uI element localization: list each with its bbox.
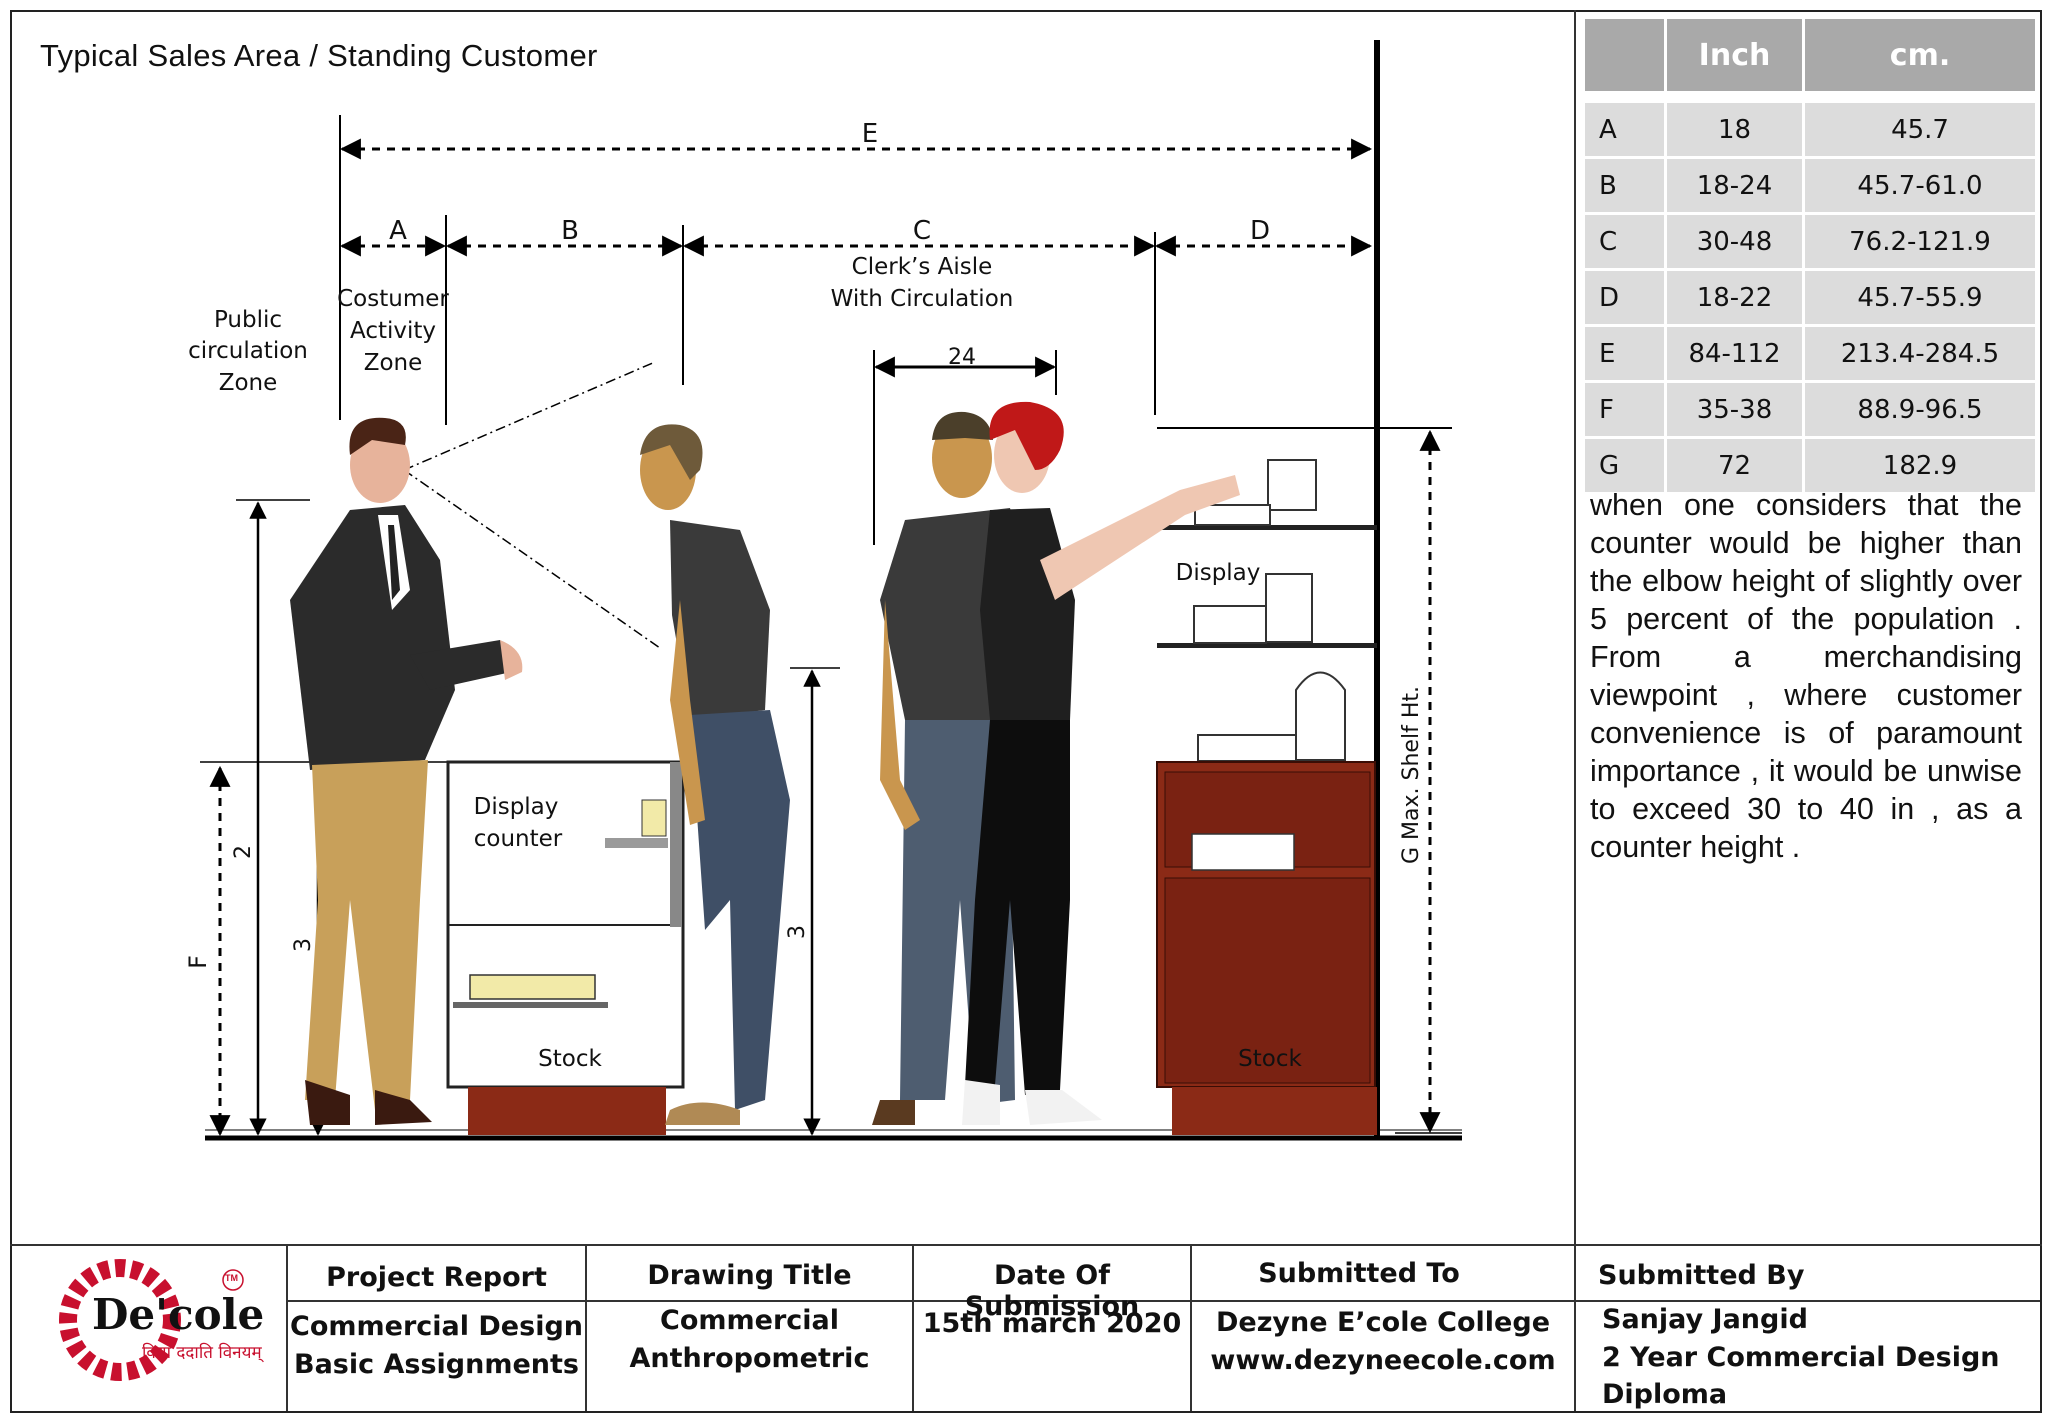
clerk-aisle-label: Clerk’s Aisle	[852, 254, 993, 280]
logo-mark-icon	[59, 1259, 244, 1381]
submitted-to-heading: Submitted To	[1258, 1258, 1460, 1289]
submitted-by-line-3: Diploma	[1602, 1379, 1728, 1410]
anthropometric-drawing: E A B C D Public circulation Zone Costum…	[184, 40, 1462, 1141]
table-cell: D	[1585, 271, 1664, 324]
table-cell: 18	[1667, 103, 1803, 156]
submitted-to-line-1: Dezyne E’cole College	[1215, 1307, 1551, 1338]
table-header-cell: Inch	[1667, 19, 1803, 91]
submitted-by-heading: Submitted By	[1598, 1260, 1805, 1291]
dim-c-label: C	[913, 216, 931, 246]
public-zone-label: Zone	[219, 370, 278, 396]
table-cell: G	[1585, 439, 1664, 492]
footer-divider	[286, 1246, 288, 1411]
dim-d-label: D	[1250, 216, 1270, 246]
drawing-line-1: Commercial	[660, 1305, 839, 1336]
dim-b-label: B	[561, 216, 579, 246]
table-row: C 30-48 76.2-121.9	[1585, 215, 2035, 268]
browsing-person-figure	[640, 424, 790, 1125]
drawing-sheet	[10, 10, 2042, 1413]
dim-3-left-label: 3	[291, 938, 316, 952]
public-zone-label: circulation	[188, 338, 308, 364]
table-cell: 76.2-121.9	[1805, 215, 2035, 268]
stock-right-label: Stock	[1238, 1046, 1302, 1072]
logo-tagline: विद्या ददाति विनयम्	[142, 1343, 262, 1363]
table-cell: E	[1585, 327, 1664, 380]
page-title: Typical Sales Area / Standing Customer	[40, 38, 598, 73]
costumer-zone-label: Zone	[364, 350, 423, 376]
explanatory-note: when one considers that the counter woul…	[1590, 488, 2022, 864]
table-cell: 35-38	[1667, 383, 1803, 436]
drawing-line-2: Anthropometric	[629, 1343, 870, 1374]
public-zone-label: Public	[214, 307, 282, 333]
table-cell: B	[1585, 159, 1664, 212]
project-report-heading: Project Report	[326, 1262, 547, 1293]
table-cell: 30-48	[1667, 215, 1803, 268]
footer-divider	[912, 1246, 914, 1411]
table-cell: 45.7-61.0	[1805, 159, 2035, 212]
table-cell: 88.9-96.5	[1805, 383, 2035, 436]
footer-divider	[1574, 1246, 1576, 1411]
submitted-by-line-1: Sanjay Jangid	[1602, 1304, 1808, 1335]
logo-wordmark: De'cole	[92, 1290, 265, 1339]
logo-tm: TM	[225, 1273, 238, 1283]
display-shelving: Display Stock	[1156, 459, 1377, 1135]
counter-base	[468, 1087, 666, 1135]
date-heading: Date Of Submission	[964, 1260, 1140, 1322]
footer-divider	[1190, 1246, 1192, 1411]
dim-3-mid-label: 3	[785, 925, 810, 939]
table-cell: 84-112	[1667, 327, 1803, 380]
table-cell: 182.9	[1805, 439, 2035, 492]
project-line-1: Commercial Design	[290, 1311, 583, 1342]
dim-g-label: G Max. Shelf Ht.	[1399, 686, 1424, 864]
logo: De'cole TM विद्या ददाति विनयम्	[40, 1252, 290, 1402]
table-cell: 45.7-55.9	[1805, 271, 2035, 324]
project-line-2: Basic Assignments	[293, 1349, 580, 1380]
display-counter-label: Display	[474, 794, 559, 820]
table-cell: F	[1585, 383, 1664, 436]
footer-divider	[585, 1246, 587, 1411]
table-cell: 18-22	[1667, 271, 1803, 324]
table-row: D 18-22 45.7-55.9	[1585, 271, 2035, 324]
stock-left-label: Stock	[538, 1046, 602, 1072]
drawing-title-heading: Drawing Title	[647, 1260, 852, 1291]
table-row: E 84-112 213.4-284.5	[1585, 327, 2035, 380]
display-counter: Display counter Stock	[446, 760, 685, 1135]
table-cell: 72	[1667, 439, 1803, 492]
dim-2-label: 2	[231, 845, 256, 859]
table-row: F 35-38 88.9-96.5	[1585, 383, 2035, 436]
costumer-zone-label: Costumer	[337, 286, 449, 312]
customer-figure	[290, 417, 523, 1125]
table-cell: 45.7	[1805, 103, 2035, 156]
submitted-to-line-2: www.dezyneecole.com	[1210, 1345, 1556, 1376]
dim-24-label: 24	[948, 345, 976, 370]
table-row: G 72 182.9	[1585, 439, 2035, 492]
table-cell: 18-24	[1667, 159, 1803, 212]
dim-e-label: E	[862, 119, 878, 149]
table-row: B 18-24 45.7-61.0	[1585, 159, 2035, 212]
sheet-divider-horizontal	[10, 1244, 2042, 1246]
table-header-cell	[1585, 19, 1664, 91]
table-cell: A	[1585, 103, 1664, 156]
clerk-aisle-label: With Circulation	[831, 286, 1014, 312]
display-counter-label: counter	[474, 826, 563, 852]
table-row: A 18 45.7	[1585, 103, 2035, 156]
date-value: 15th march 2020	[922, 1308, 1182, 1339]
clerk-woman-figure	[962, 401, 1240, 1125]
table-cell: C	[1585, 215, 1664, 268]
dim-a-label: A	[389, 216, 407, 246]
submitted-by-line-2: 2 Year Commercial Design	[1602, 1342, 2000, 1373]
sheet-divider-vertical	[1574, 10, 1576, 1246]
footer-row-divider	[288, 1300, 2040, 1302]
dim-f-label: F	[184, 955, 212, 969]
display-shelf-label: Display	[1176, 560, 1261, 586]
costumer-zone-label: Activity	[350, 318, 436, 344]
table-header-cell: cm.	[1805, 19, 2035, 91]
table-cell: 213.4-284.5	[1805, 327, 2035, 380]
dimension-table: Inch cm. A 18 45.7 B 18-24 45.7-61.0 C 3…	[1582, 16, 2038, 495]
